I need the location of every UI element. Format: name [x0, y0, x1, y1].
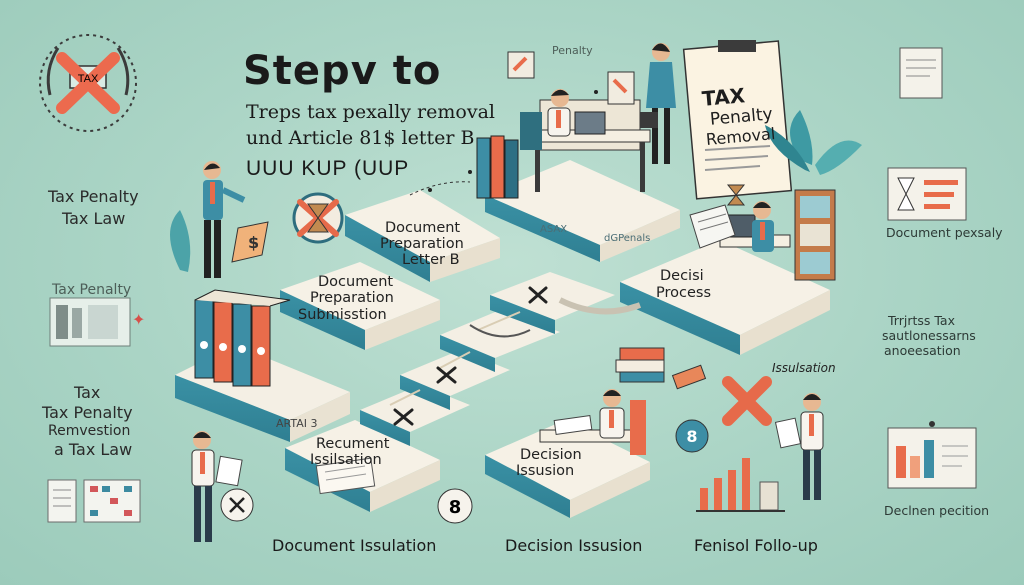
person-decision-issuance: [539, 389, 646, 455]
stair-steps: [360, 272, 642, 446]
left-label-tax-law-bottom: a Tax Law: [54, 440, 133, 459]
left-label-tax-law: Tax Law: [62, 209, 126, 228]
right-label-line3: anoeesation: [884, 343, 961, 358]
person-at-desk: [520, 89, 651, 192]
close-circle-icon: [220, 488, 254, 522]
label-letter-b: Letter B: [402, 252, 460, 268]
label-artai: ARTAI 3: [276, 417, 318, 430]
rejection-x-icon: [722, 376, 772, 426]
top-binders-icon: [476, 135, 519, 199]
svg-text:✦: ✦: [132, 310, 145, 329]
subtitle-line-1: Treps tax pexally removal: [246, 101, 495, 123]
page-title: Stepv to: [243, 48, 442, 94]
tax-seal-icon: TAX: [39, 34, 137, 132]
hourglass-badge-icon: [292, 192, 344, 244]
platform-doc-submission: [280, 262, 440, 350]
label-issilsation: Issilsation: [310, 452, 382, 468]
label-submisstion: Submisstion: [298, 307, 387, 323]
papers-icon: [315, 457, 376, 495]
footer-decision-issusion: Decision Issusion: [505, 536, 643, 555]
svg-text:$: $: [248, 233, 259, 252]
right-label-line2: sautlonessarns: [882, 328, 976, 343]
label-process: Process: [656, 285, 712, 301]
left-label-tax-penalty-mid: Tax Penalty: [52, 282, 132, 298]
label-penalty-small: Penalty: [552, 44, 593, 57]
subtitle-line-3: UUU KUP (UUP: [246, 157, 410, 180]
right-doc-card: [899, 47, 943, 99]
books-icon: [615, 347, 707, 390]
step-badge-icon: 8 8: [437, 419, 709, 524]
left-image-card: ✦: [49, 297, 145, 347]
label-preparation-sub: Preparation: [310, 290, 394, 306]
platform-decision-process: [620, 240, 830, 355]
label-preparation: Preparation: [380, 236, 464, 252]
left-label-tax: Tax: [74, 383, 101, 402]
seal-text: TAX: [78, 73, 99, 85]
footer-document-issulation: Document Issulation: [272, 536, 437, 555]
left-label-tax-penalty: Tax Penalty: [48, 187, 139, 206]
platform-top-desk: [485, 160, 680, 262]
left-label-tax-penalty-bottom: Tax Penalty: [42, 403, 133, 422]
right-label-declnen: Declnen pecition: [884, 503, 990, 518]
money-tag-icon: $: [231, 221, 269, 263]
label-document: Document: [385, 220, 461, 236]
label-recument: Recument: [316, 436, 390, 452]
platform-decision-issuance: [485, 420, 650, 518]
platform-doc-letter: [345, 190, 500, 282]
label-decisi: Decisi: [660, 268, 704, 284]
bar-chart-icon: [696, 458, 785, 512]
person-standing-left: [203, 161, 246, 278]
label-decision: Decision: [520, 447, 582, 463]
person-holding-paper: [191, 431, 243, 542]
left-label-remvestion: Remvestion: [48, 423, 131, 439]
label-issusion: Issusion: [516, 463, 575, 479]
label-dgpenals: dGPenals: [604, 233, 651, 244]
plant-icon: [170, 110, 862, 272]
left-table-card: [47, 479, 141, 523]
tax-penalty-poster: [682, 40, 793, 206]
footer-fenisol-follow-up: Fenisol Follo-up: [694, 536, 818, 555]
svg-text:8: 8: [449, 497, 462, 518]
shelf-icon: [794, 189, 836, 281]
person-standing-woman: [640, 43, 676, 164]
right-chart-card: [887, 421, 977, 489]
right-label-document: Document pexsaly: [886, 225, 1003, 240]
label-asax: ASAX: [540, 224, 568, 235]
binders-icon: [194, 289, 291, 387]
person-decision-process: [689, 201, 791, 252]
label-document-sub: Document: [318, 274, 394, 290]
right-label-line1: Trrjrtss Tax: [888, 313, 955, 328]
svg-text:8: 8: [686, 427, 697, 446]
subtitle-line-2: und Article 81$ letter B: [246, 127, 475, 149]
top-floating-icons: [409, 51, 635, 196]
person-checking-list: [774, 393, 824, 500]
label-issulsation: Issulsation: [772, 361, 836, 375]
right-hourglass-card: [887, 167, 967, 221]
